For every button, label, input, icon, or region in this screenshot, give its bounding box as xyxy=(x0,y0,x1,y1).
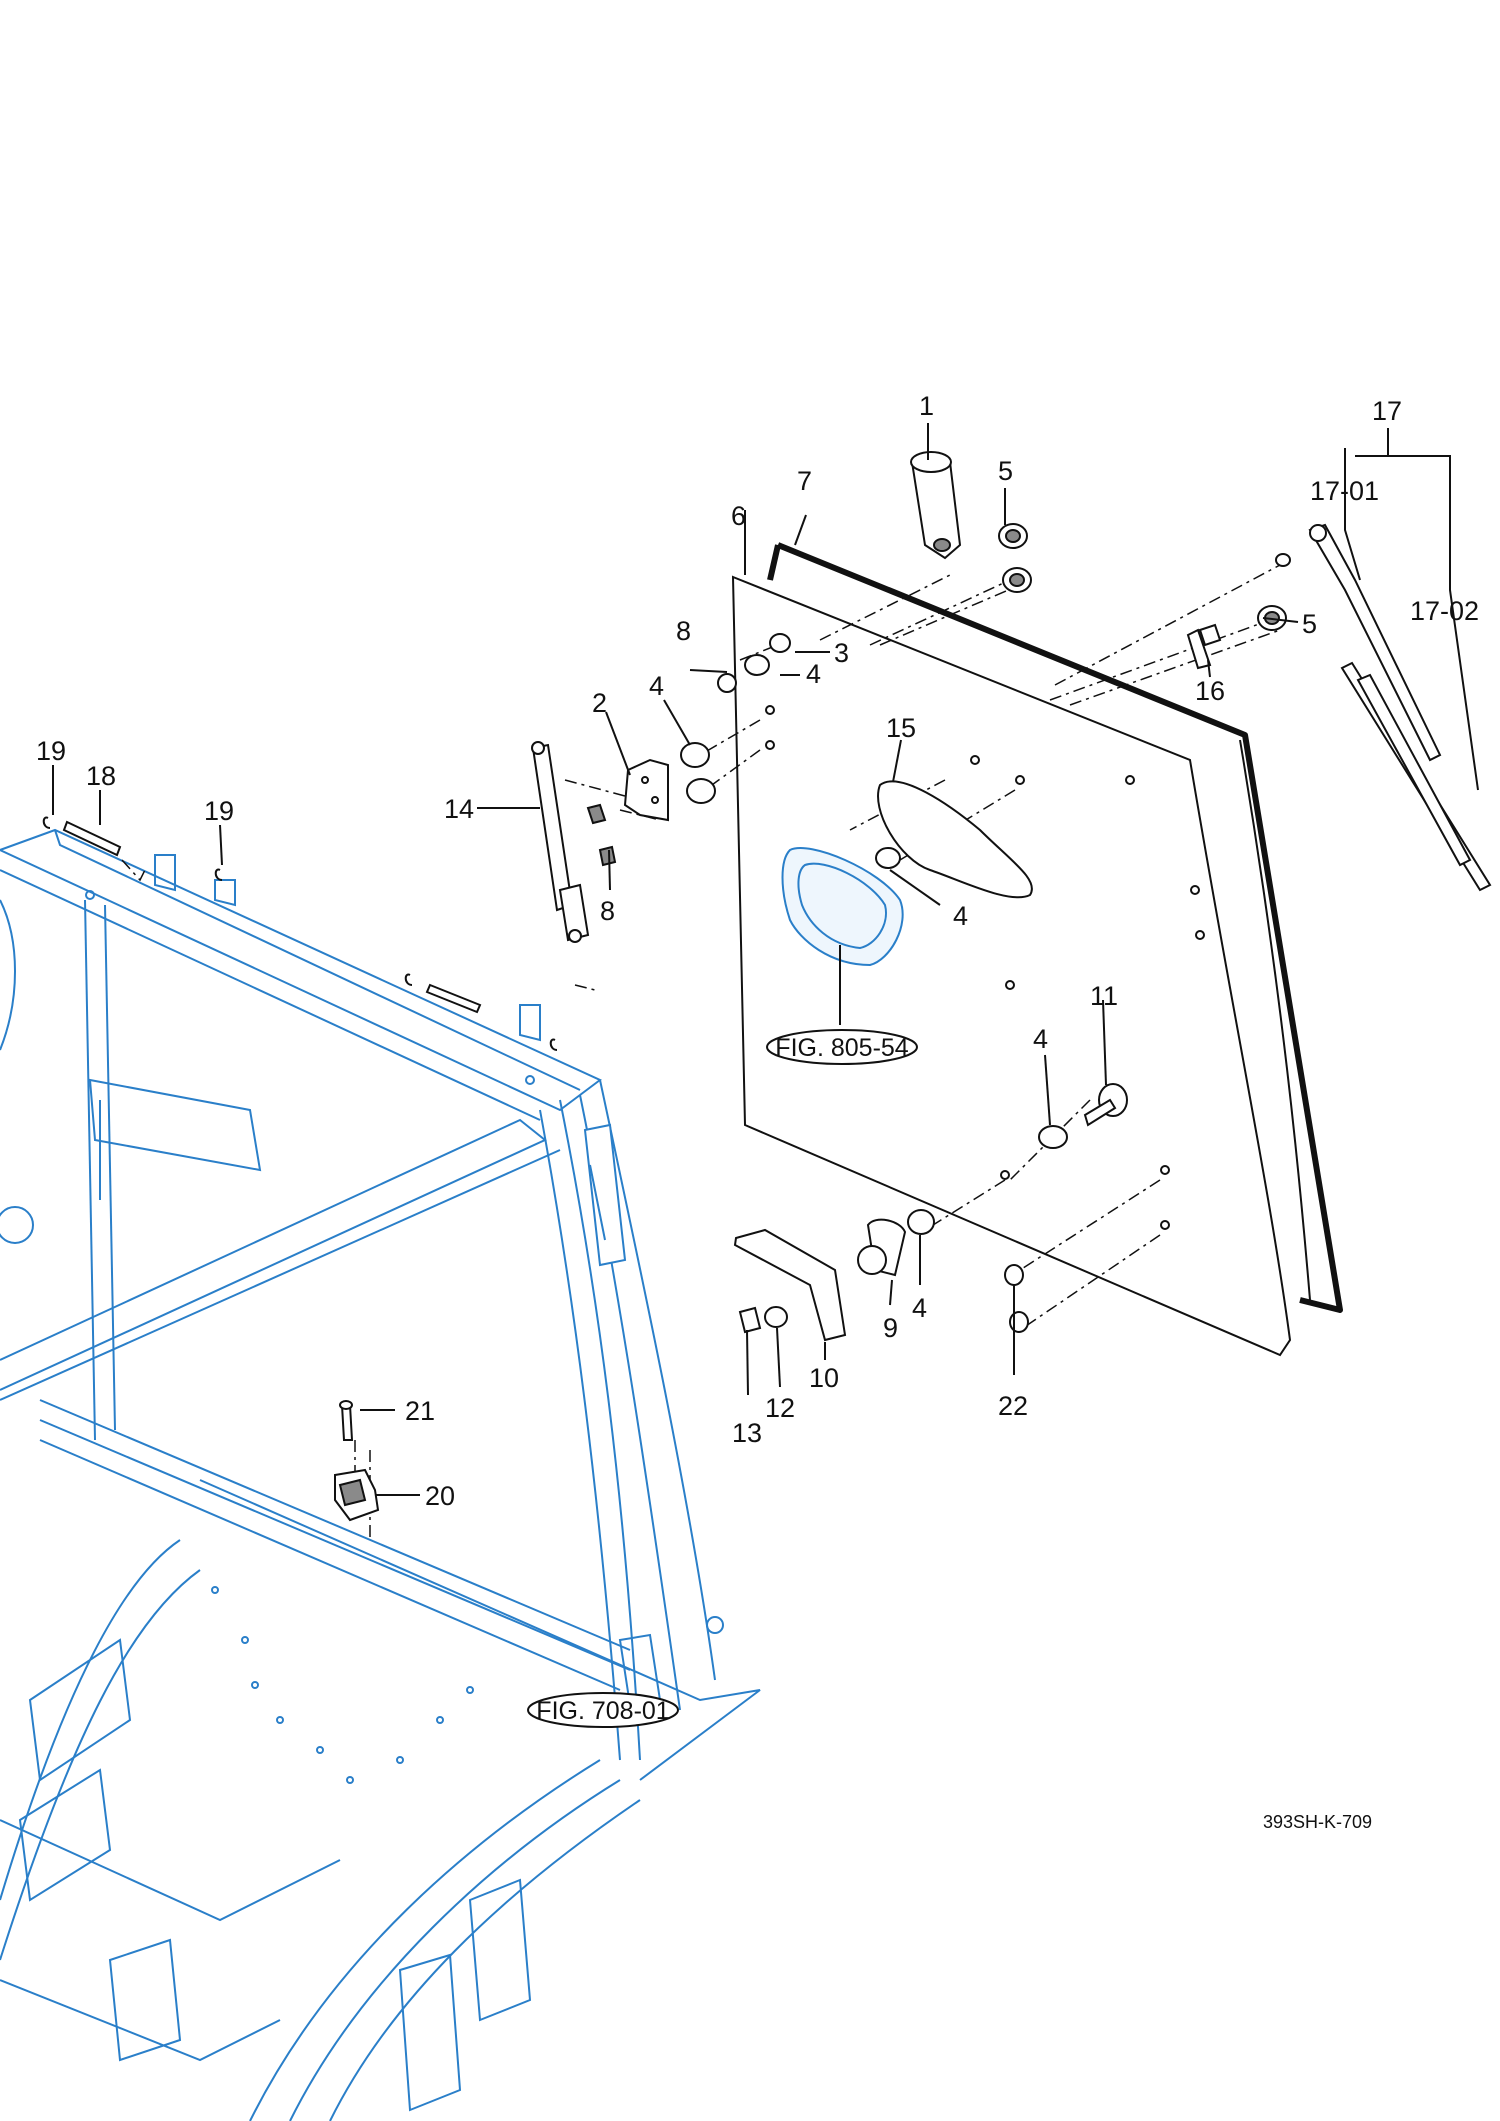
figure-ref-lamp[interactable]: FIG. 805-54 xyxy=(766,1029,918,1065)
callout-5-right: 5 xyxy=(1302,609,1317,639)
callout-17-01: 17-01 xyxy=(1310,476,1379,506)
callout-leaders xyxy=(52,423,1479,1496)
callout-14: 14 xyxy=(444,794,474,824)
callout-17-02: 17-02 xyxy=(1410,596,1479,626)
callout-21: 21 xyxy=(405,1396,435,1426)
cab-frame xyxy=(0,828,761,2121)
figure-ref-cab[interactable]: FIG. 708-01 xyxy=(527,1692,679,1728)
callout-8-upper: 8 xyxy=(676,616,691,646)
callout-11: 11 xyxy=(1090,981,1118,1011)
callout-5-top: 5 xyxy=(998,456,1013,486)
callout-12: 12 xyxy=(765,1393,795,1423)
callout-4-lamp: 4 xyxy=(953,901,968,931)
callout-20: 20 xyxy=(425,1481,455,1511)
figure-ref-lamp-label: FIG. 805-54 xyxy=(775,1034,908,1062)
callout-4-lower: 4 xyxy=(912,1293,927,1323)
callout-6: 6 xyxy=(731,501,746,531)
figure-ref-cab-label: FIG. 708-01 xyxy=(536,1697,669,1725)
callout-labels: 1 5 7 6 8 3 4 2 4 14 8 15 4 11 4 4 9 10 … xyxy=(36,391,1479,1511)
rear-glass xyxy=(731,542,1343,1357)
callout-22: 22 xyxy=(998,1391,1028,1421)
callout-15: 15 xyxy=(886,713,916,743)
callout-19-left: 19 xyxy=(36,736,66,766)
callout-4-mid: 4 xyxy=(1033,1024,1048,1054)
drawing-number: 393SH-K-709 xyxy=(1263,1812,1372,1832)
callout-17: 17 xyxy=(1372,396,1402,426)
callout-4-left: 4 xyxy=(649,671,664,701)
callout-1: 1 xyxy=(919,391,934,421)
callout-16: 16 xyxy=(1195,676,1225,706)
callout-9: 9 xyxy=(883,1313,898,1343)
callout-4-upper: 4 xyxy=(806,659,821,689)
callout-8-lower: 8 xyxy=(600,896,615,926)
callout-19-right: 19 xyxy=(204,796,234,826)
parts xyxy=(42,451,1492,1522)
callout-10: 10 xyxy=(809,1363,839,1393)
callout-13: 13 xyxy=(732,1418,762,1448)
callout-2: 2 xyxy=(592,688,607,718)
callout-18: 18 xyxy=(86,761,116,791)
callout-7: 7 xyxy=(797,466,812,496)
callout-3: 3 xyxy=(834,638,849,668)
